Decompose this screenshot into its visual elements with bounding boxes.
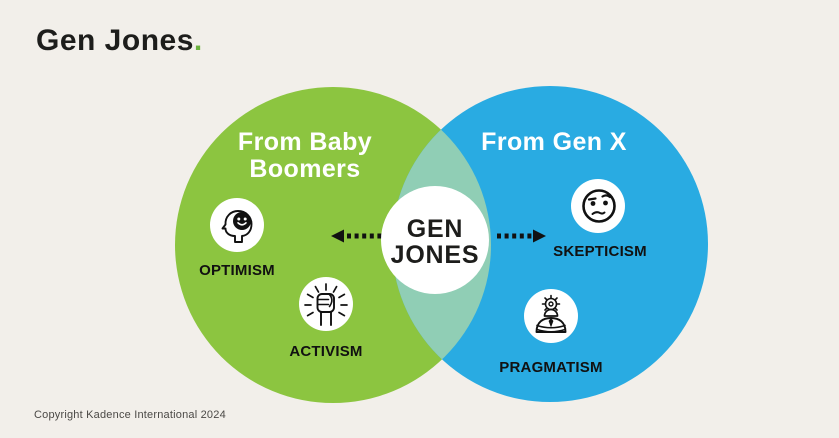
skeptical-face-icon (571, 179, 625, 233)
right-heading: From Gen X (481, 128, 627, 156)
raised-fist-icon (299, 277, 353, 331)
trait-label-pragmatism: PRAGMATISM (499, 359, 602, 376)
page-title-text: Gen Jones (36, 24, 194, 57)
head-with-smiley-icon (210, 198, 264, 252)
center-circle (381, 186, 489, 294)
arrow-left-icon (331, 229, 386, 243)
left-heading-line1: From Baby (238, 128, 372, 156)
arrow-right-icon (497, 229, 546, 243)
center-label-line1: GEN (407, 215, 464, 243)
baby-boomers-circle (175, 87, 491, 403)
trait-label-optimism: OPTIMISM (199, 262, 275, 279)
left-heading-line2: Boomers (249, 155, 360, 183)
center-label-line2: JONES (391, 241, 480, 269)
title-accent-dot: . (193, 24, 203, 57)
copyright-text: Copyright Kadence International 2024 (34, 409, 226, 421)
trait-label-skepticism: SKEPTICISM (553, 243, 647, 260)
worker-gear-head-icon (524, 289, 578, 343)
gen-x-circle (392, 86, 708, 402)
page-title: Gen Jones. (36, 24, 203, 58)
trait-label-activism: ACTIVISM (289, 343, 362, 360)
